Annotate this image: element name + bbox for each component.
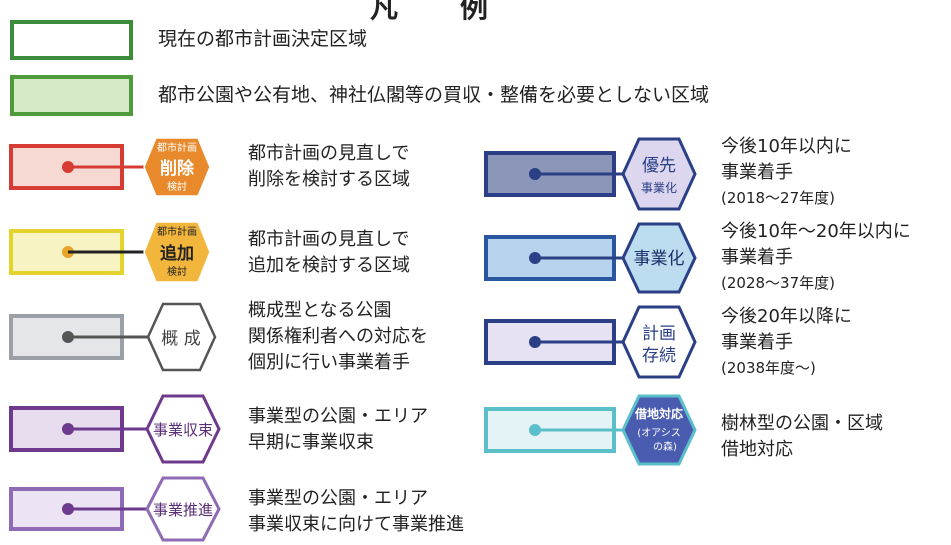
orange-badge-icon: 都市計画 削除 検討 (143, 138, 211, 197)
plan-continuation-line-3: (2038年度～) (721, 359, 816, 377)
navy-hexagon-icon: 優先 事業化 (621, 137, 697, 211)
plan-continuation-line-2: 事業着手 (721, 332, 793, 353)
project-symbol: 事業化 (484, 222, 697, 294)
land-lease-badge-sub: (オアシス (637, 427, 681, 439)
no-acquisition-area-label: 都市公園や公有地、神社仏閣等の買収・整備を必要としない区域 (158, 84, 710, 106)
blue-hexagon-icon: 事業化 (621, 222, 697, 294)
priority-project-badge-main: 優先 (642, 156, 676, 176)
add-symbol: 都市計画 追加 検討 (9, 222, 211, 283)
delete-badge-main: 削除 (160, 158, 195, 179)
delete-badge-bottom: 検討 (167, 180, 187, 193)
project-wind-down-badge: 事業収束 (153, 421, 213, 439)
delete-line-1: 都市計画の見直しで (248, 143, 410, 164)
legend-title: 凡 例 (370, 0, 491, 24)
priority-project-badge-sub: 事業化 (641, 181, 677, 195)
current-plan-area-swatch (10, 20, 133, 60)
land-lease-badge-main: 借地対応 (634, 406, 683, 421)
substantially-complete-line-3: 個別に行い事業着手 (248, 352, 410, 373)
project-wind-down-symbol: 事業収束 (9, 394, 221, 464)
white-hexagon-icon: 計画 存続 (621, 305, 697, 379)
project-wind-down-line-2: 早期に事業収束 (248, 432, 374, 453)
land-lease-badge-sub2: の森) (653, 440, 677, 453)
add-line-1: 都市計画の見直しで (248, 229, 410, 250)
grey-hexagon-icon: 概 成 (146, 302, 217, 372)
project-promotion-symbol: 事業推進 (9, 476, 221, 542)
substantially-complete-symbol: 概 成 (9, 302, 217, 372)
priority-project-line-3: (2018～27年度) (721, 189, 835, 207)
priority-project-line-1: 今後10年以内に (721, 136, 852, 157)
land-lease-line-1: 樹林型の公園・区域 (721, 413, 883, 434)
add-line-2: 追加を検討する区域 (248, 255, 410, 276)
project-line-3: (2028～37年度) (721, 274, 835, 292)
project-promotion-badge: 事業推進 (153, 501, 213, 519)
delete-badge-top: 都市計画 (157, 141, 197, 154)
project-wind-down-line-1: 事業型の公園・エリア (248, 406, 428, 427)
substantially-complete-line-1: 概成型となる公園 (248, 300, 392, 321)
substantially-complete-badge: 概 成 (161, 329, 200, 349)
plan-continuation-badge-main: 計画 (642, 324, 676, 344)
project-line-1: 今後10年～20年以内に (721, 221, 911, 242)
land-lease-line-2: 借地対応 (721, 439, 793, 460)
yellow-badge-icon: 都市計画 追加 検討 (143, 222, 211, 283)
priority-project-line-2: 事業着手 (721, 162, 793, 183)
add-badge-top: 都市計画 (157, 225, 197, 238)
land-lease-symbol: 借地対応 (オアシス の森) (484, 394, 697, 466)
project-promotion-line-2: 事業収束に向けて事業推進 (248, 514, 464, 535)
project-promotion-line-1: 事業型の公園・エリア (248, 488, 428, 509)
plan-continuation-badge-sub: 存続 (642, 346, 676, 366)
teal-hexagon-icon: 借地対応 (オアシス の森) (621, 394, 697, 466)
current-plan-area-label: 現在の都市計画決定区域 (158, 28, 368, 50)
substantially-complete-line-2: 関係権利者への対応を (248, 326, 428, 347)
plan-continuation-symbol: 計画 存続 (484, 305, 697, 379)
no-acquisition-area-swatch (10, 75, 133, 116)
plan-continuation-line-1: 今後20年以降に (721, 306, 852, 327)
add-badge-main: 追加 (160, 243, 194, 264)
project-badge-main: 事業化 (634, 249, 685, 269)
delete-symbol: 都市計画 削除 検討 (9, 138, 211, 197)
priority-project-symbol: 優先 事業化 (484, 137, 697, 211)
delete-line-2: 削除を検討する区域 (248, 169, 410, 190)
purple-hexagon-icon: 事業収束 (145, 394, 221, 464)
add-badge-bottom: 検討 (167, 265, 187, 278)
lavender-hexagon-icon: 事業推進 (145, 476, 221, 542)
project-line-2: 事業着手 (721, 247, 793, 268)
